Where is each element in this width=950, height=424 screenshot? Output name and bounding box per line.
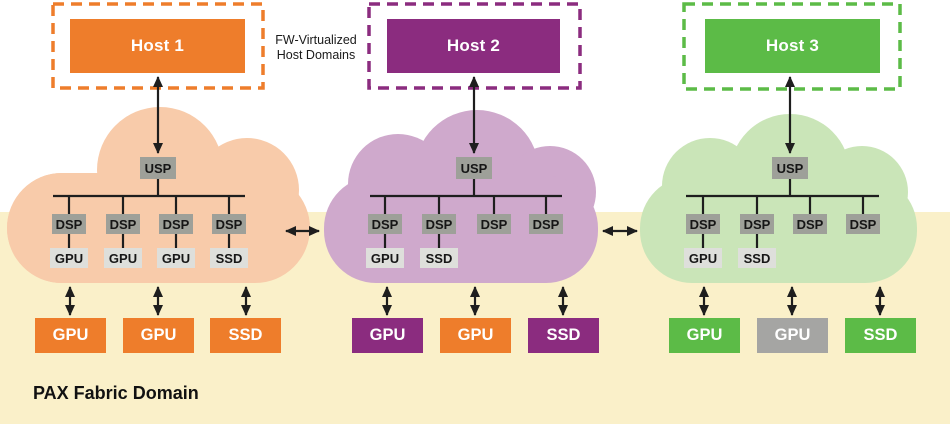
dsp-node-3-1: DSP <box>686 214 720 234</box>
dsp-node-3-3: DSP <box>793 214 827 234</box>
endpoint-node-1-1: GPU <box>50 248 88 268</box>
cloud-1-bus-drops <box>67 196 231 214</box>
endpoint-node-2-2: SSD <box>420 248 458 268</box>
dsp-node-1-3: DSP <box>159 214 193 234</box>
fabric-device-1-2: GPU <box>123 318 194 353</box>
fw-virtualized-annotation: FW-Virtualized Host Domains <box>258 33 374 63</box>
cloud-2-shape <box>324 110 598 283</box>
fabric-device-2-3: SSD <box>528 318 599 353</box>
cloud-2-device-arrows <box>382 286 568 316</box>
cloud-3-dsp-child-links <box>701 234 759 248</box>
fabric-device-3-2: GPU <box>757 318 828 353</box>
endpoint-node-1-2: GPU <box>104 248 142 268</box>
endpoint-node-2-1: GPU <box>366 248 404 268</box>
dsp-node-1-1: DSP <box>52 214 86 234</box>
fabric-device-3-3: SSD <box>845 318 916 353</box>
dsp-node-2-1: DSP <box>368 214 402 234</box>
usp-node-3: USP <box>772 157 808 179</box>
dsp-node-2-3: DSP <box>477 214 511 234</box>
host-3-dashed-border <box>682 2 902 91</box>
fw-virtualized-annotation-line1: FW-Virtualized <box>275 33 357 47</box>
dsp-node-2-4: DSP <box>529 214 563 234</box>
host-3-box: Host 3 <box>705 19 880 73</box>
fabric-device-1-3: SSD <box>210 318 281 353</box>
endpoint-node-3-2: SSD <box>738 248 776 268</box>
fabric-device-2-1: GPU <box>352 318 423 353</box>
fabric-device-1-1: GPU <box>35 318 106 353</box>
fabric-device-2-2: GPU <box>440 318 511 353</box>
fw-virtualized-annotation-line2: Host Domains <box>276 48 356 62</box>
connector-lines <box>53 76 885 316</box>
cloud-3-shape <box>640 114 917 283</box>
cloud-2-dsp-child-links <box>383 234 441 248</box>
fabric-device-3-1: GPU <box>669 318 740 353</box>
dsp-node-1-4: DSP <box>212 214 246 234</box>
cloud-1-device-arrows <box>65 286 251 316</box>
cloud-3-device-arrows <box>699 286 885 316</box>
usp-node-2: USP <box>456 157 492 179</box>
pax-fabric-domain-label: PAX Fabric Domain <box>33 383 199 403</box>
usp-node-1: USP <box>140 157 176 179</box>
cloud-1-dsp-child-links <box>67 234 231 248</box>
endpoint-node-1-4: SSD <box>210 248 248 268</box>
dsp-node-2-2: DSP <box>422 214 456 234</box>
cloud-3-bus-drops <box>701 196 865 214</box>
host-1-box: Host 1 <box>70 19 245 73</box>
dsp-node-3-4: DSP <box>846 214 880 234</box>
endpoint-node-1-3: GPU <box>157 248 195 268</box>
dsp-node-1-2: DSP <box>106 214 140 234</box>
host-2-box: Host 2 <box>387 19 560 73</box>
dsp-node-3-2: DSP <box>740 214 774 234</box>
endpoint-node-3-1: GPU <box>684 248 722 268</box>
cloud-2-bus-drops <box>383 196 548 214</box>
